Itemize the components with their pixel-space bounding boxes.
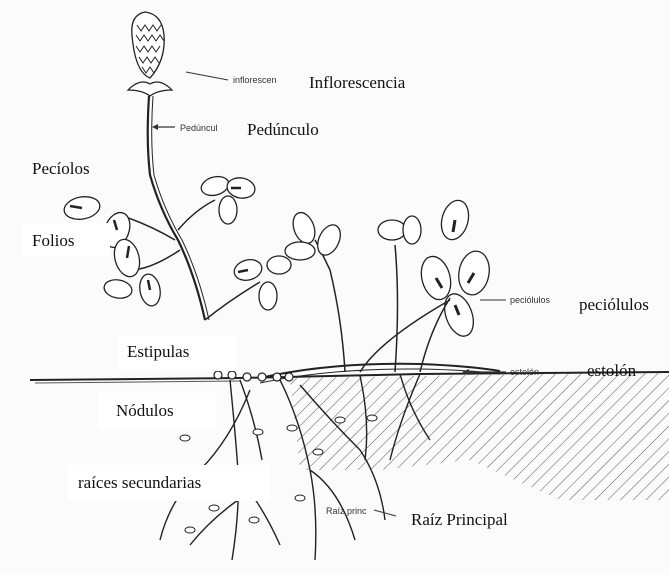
- label-estipulas: Estipulas: [127, 343, 189, 360]
- nodule-marks: [214, 371, 293, 381]
- label-folios: Folios: [32, 232, 75, 249]
- label-raices-secundarias: raíces secundarias: [78, 474, 201, 491]
- original-label-peduncul: Pedúncul: [180, 124, 218, 133]
- original-label-estolon: estolón: [510, 368, 539, 377]
- label-peduncul: Pedúnculo: [247, 121, 319, 138]
- label-raiz-principal: Raíz Principal: [411, 511, 508, 528]
- inflorescence-head: [128, 12, 172, 96]
- center-leaflets: [285, 197, 493, 340]
- original-label-inflorescen: inflorescen: [233, 76, 277, 85]
- label-estolon: estolón: [587, 362, 636, 379]
- original-label-peciolulos: peciólulos: [510, 296, 550, 305]
- label-peciolos: Pecíolos: [32, 160, 90, 177]
- label-peciolulos: peciólulos: [579, 296, 649, 313]
- original-label-raiz-princ: Raíz princ: [326, 507, 367, 516]
- label-inflorescencia: Inflorescencia: [309, 74, 405, 91]
- label-nodulos: Nódulos: [116, 402, 174, 419]
